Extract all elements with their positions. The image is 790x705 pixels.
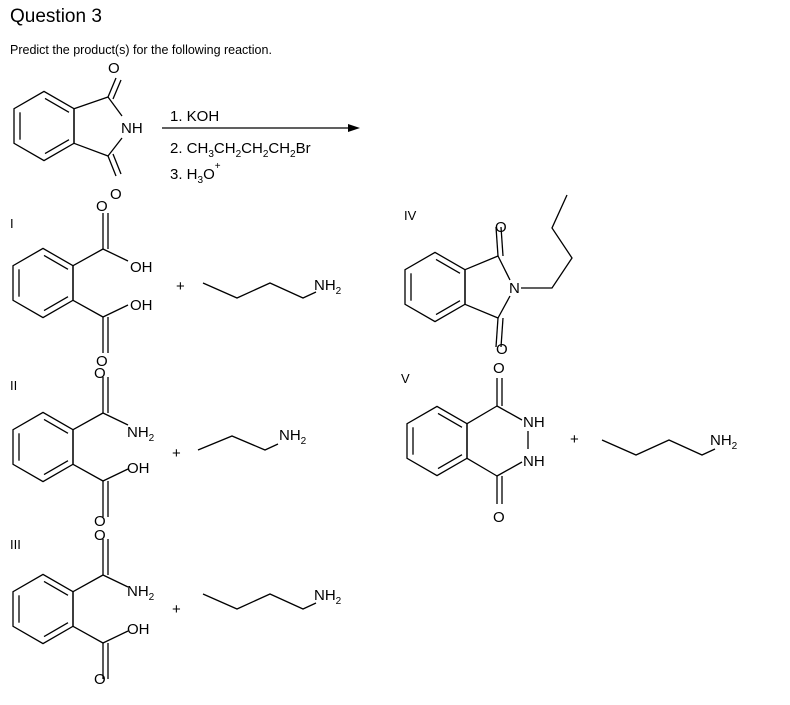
choice-iv-oxygen-bottom: O	[496, 341, 508, 358]
choice-ii-amine: NH2	[279, 427, 307, 447]
reactant-nh-group: NH	[121, 120, 143, 137]
choice-v-oxygen-top: O	[493, 360, 505, 377]
choice-label-i: I	[10, 216, 14, 231]
choice-ii-plus-sign: +	[172, 445, 181, 462]
choice-iii-plus-sign: +	[172, 601, 181, 618]
choice-iii-oxygen-top: O	[94, 527, 106, 544]
choice-v-nh-top: NH	[523, 414, 545, 431]
choice-iii[interactable]: III O O NH2 OH + NH2	[10, 527, 342, 688]
choice-v-nh-bottom: NH	[523, 453, 545, 470]
reagent-step-2: 2. CH3CH2CH2CH2Br	[170, 140, 311, 160]
reaction-conditions: 1. KOH 2. CH3CH2CH2CH2Br 3. H3O+	[162, 108, 360, 186]
choice-label-v: V	[401, 371, 410, 386]
choice-label-iii: III	[10, 537, 21, 552]
choice-ii-oxygen-bottom: O	[94, 513, 106, 530]
choice-i-plus-sign: +	[176, 278, 185, 295]
choice-label-ii: II	[10, 378, 17, 393]
choice-ii[interactable]: II O O NH2 OH + NH2	[10, 365, 307, 530]
choice-iii-hydroxyl: OH	[127, 621, 150, 638]
reagent-step-3: 3. H3O+	[170, 161, 221, 186]
choice-i-amine: NH2	[314, 277, 342, 297]
choice-iv-oxygen-top: O	[495, 219, 507, 236]
choice-ii-amide-nh2: NH2	[127, 424, 155, 444]
question-title: Question 3	[10, 6, 102, 27]
choice-ii-propyl-chain	[197, 435, 279, 451]
choice-iii-amine: NH2	[314, 587, 342, 607]
choice-i-oxygen-top: O	[96, 198, 108, 215]
reactant-carbonyl-oxygen-bottom: O	[110, 186, 122, 203]
choice-iv-butyl-chain	[521, 194, 573, 289]
choice-i-hydroxyl-bottom: OH	[130, 297, 153, 314]
choice-iv[interactable]: IV O O N	[404, 194, 573, 358]
choice-iii-butyl-chain	[202, 593, 317, 610]
choice-i-hydroxyl-top: OH	[130, 259, 153, 276]
choice-v[interactable]: V O O NH NH + NH2	[401, 360, 738, 526]
choice-iii-oxygen-bottom: O	[94, 671, 106, 688]
choice-v-butyl-chain	[601, 439, 716, 456]
question-prompt: Predict the product(s) for the following…	[10, 43, 272, 57]
choice-ii-oxygen-top: O	[94, 365, 106, 382]
choice-i-oxygen-bottom: O	[96, 353, 108, 370]
choice-v-amine: NH2	[710, 432, 738, 452]
choice-label-iv: IV	[404, 208, 417, 223]
reagent-step-1: 1. KOH	[170, 108, 219, 125]
choice-i[interactable]: I O O OH OH + NH2	[10, 198, 342, 370]
choice-iv-nitrogen: N	[509, 280, 520, 297]
choice-iii-amide-nh2: NH2	[127, 583, 155, 603]
choice-v-oxygen-bottom: O	[493, 509, 505, 526]
reaction-arrowhead-icon	[348, 124, 360, 132]
choice-ii-hydroxyl: OH	[127, 460, 150, 477]
reactant-carbonyl-oxygen-top: O	[108, 60, 120, 77]
choice-i-butyl-chain	[202, 282, 317, 299]
choice-v-plus-sign: +	[570, 431, 579, 448]
reactant-phthalimide: O O NH	[13, 60, 143, 203]
